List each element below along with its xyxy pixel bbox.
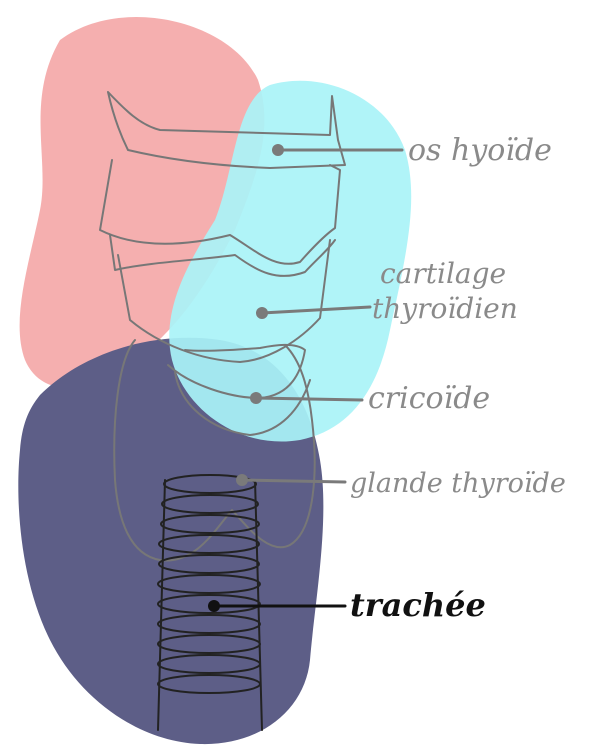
leader-dot-thyroid-cartilage bbox=[256, 307, 268, 319]
label-trachea: trachée bbox=[350, 586, 486, 624]
label-cricoid: cricoïde bbox=[368, 381, 490, 416]
leader-cricoid bbox=[256, 398, 362, 400]
label-hyoid: os hyoïde bbox=[408, 133, 552, 168]
leader-dot-hyoid bbox=[272, 144, 284, 156]
label-thyroid-cartilage-line2: thyroïdien bbox=[372, 292, 518, 325]
leader-thyroid-gland bbox=[242, 480, 345, 482]
leader-dot-cricoid bbox=[250, 392, 262, 404]
leader-dot-thyroid-gland bbox=[236, 474, 248, 486]
label-thyroid-gland: glande thyroïde bbox=[350, 468, 566, 499]
leader-dot-trachea bbox=[208, 600, 220, 612]
label-thyroid-cartilage-line1: cartilage bbox=[380, 257, 506, 290]
